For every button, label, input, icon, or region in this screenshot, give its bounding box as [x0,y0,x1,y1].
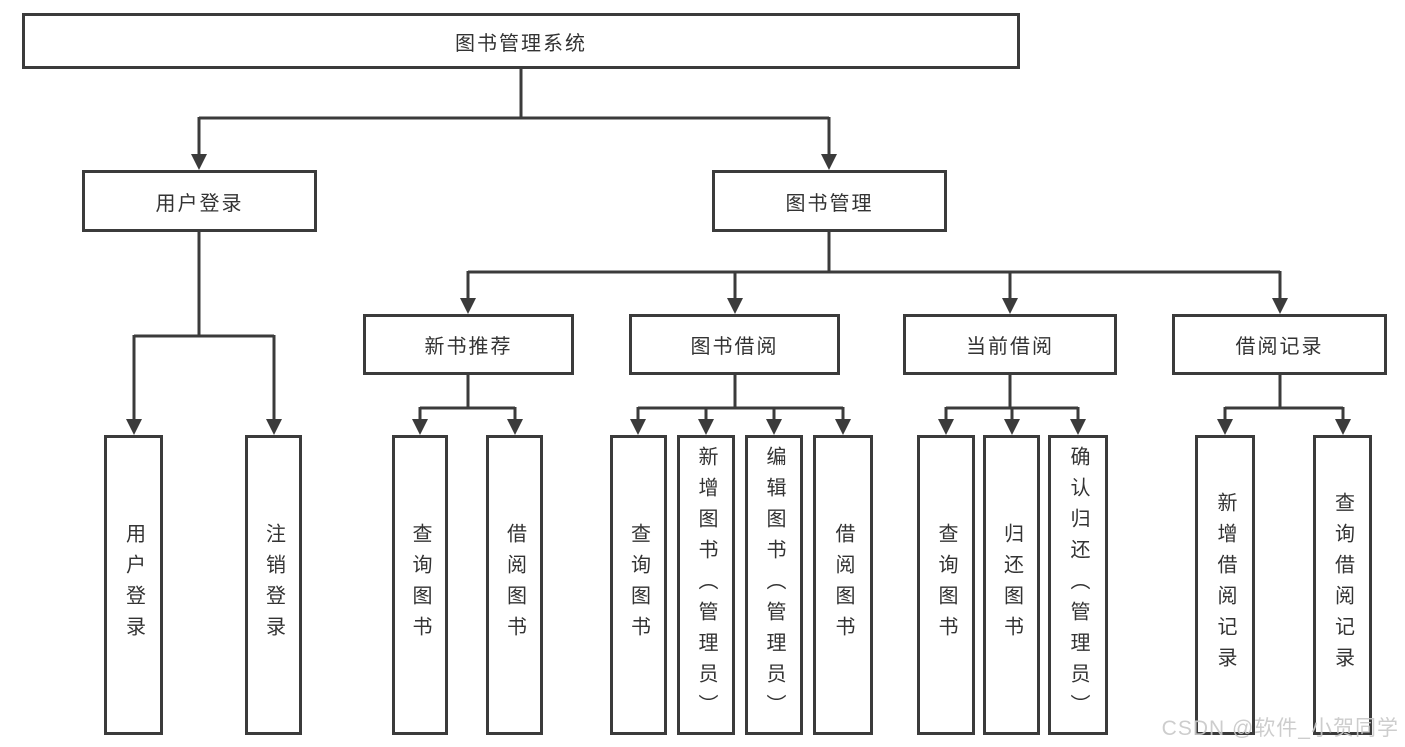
node-book-borrow: 图书借阅 [629,314,840,375]
leaf-confirm-return-admin: 确认归还（管理员） [1048,435,1108,735]
node-user-login-label: 用户登录 [155,192,244,215]
leaf-borrow-books-recommend-label: 借阅图书 [503,523,526,647]
leaf-logout: 注销登录 [245,435,302,735]
leaf-query-books-recommend-label: 查询图书 [409,523,431,647]
node-root-label: 图书管理系统 [455,32,587,55]
node-root: 图书管理系统 [22,13,1020,69]
leaf-return-books-label: 归还图书 [1000,523,1023,647]
csdn-watermark: CSDN @软件_小贺同学 [1161,717,1399,740]
leaf-query-books-current: 查询图书 [917,435,975,735]
tree-edges [132,68,1345,421]
node-borrow-records-label: 借阅记录 [1235,336,1324,358]
leaf-query-books-borrow-label: 查询图书 [627,523,650,647]
node-current-borrow: 当前借阅 [903,314,1117,375]
node-book-management: 图书管理 [712,170,947,232]
leaf-logout-label: 注销登录 [262,523,285,647]
leaf-add-books-admin: 新增图书（管理员） [677,435,735,735]
leaf-query-books-recommend: 查询图书 [392,435,448,735]
leaf-return-books: 归还图书 [983,435,1040,735]
node-book-management-label: 图书管理 [785,192,874,215]
leaf-confirm-return-admin-label: 确认归还（管理员） [1067,445,1089,725]
leaf-query-books-current-label: 查询图书 [935,523,957,647]
leaf-borrow-books: 借阅图书 [813,435,873,735]
leaf-user-login-label: 用户登录 [122,523,145,647]
arrow-down-icons [126,154,1351,435]
node-new-book-recommend-label: 新书推荐 [424,336,513,358]
leaf-borrow-books-recommend: 借阅图书 [486,435,543,735]
node-book-borrow-label: 图书借阅 [690,336,779,358]
leaf-query-borrow-record-label: 查询借阅记录 [1331,492,1354,678]
node-user-login: 用户登录 [82,170,317,232]
leaf-edit-books-admin: 编辑图书（管理员） [745,435,803,735]
leaf-add-borrow-record-label: 新增借阅记录 [1214,492,1236,678]
leaf-borrow-books-label: 借阅图书 [832,523,854,647]
node-new-book-recommend: 新书推荐 [363,314,574,375]
leaf-query-borrow-record: 查询借阅记录 [1313,435,1372,735]
leaf-user-login: 用户登录 [104,435,163,735]
leaf-query-books-borrow: 查询图书 [610,435,667,735]
node-borrow-records: 借阅记录 [1172,314,1387,375]
leaf-add-books-admin-label: 新增图书（管理员） [695,445,717,725]
leaf-add-borrow-record: 新增借阅记录 [1195,435,1255,735]
leaf-edit-books-admin-label: 编辑图书（管理员） [763,445,785,725]
node-current-borrow-label: 当前借阅 [966,336,1054,358]
